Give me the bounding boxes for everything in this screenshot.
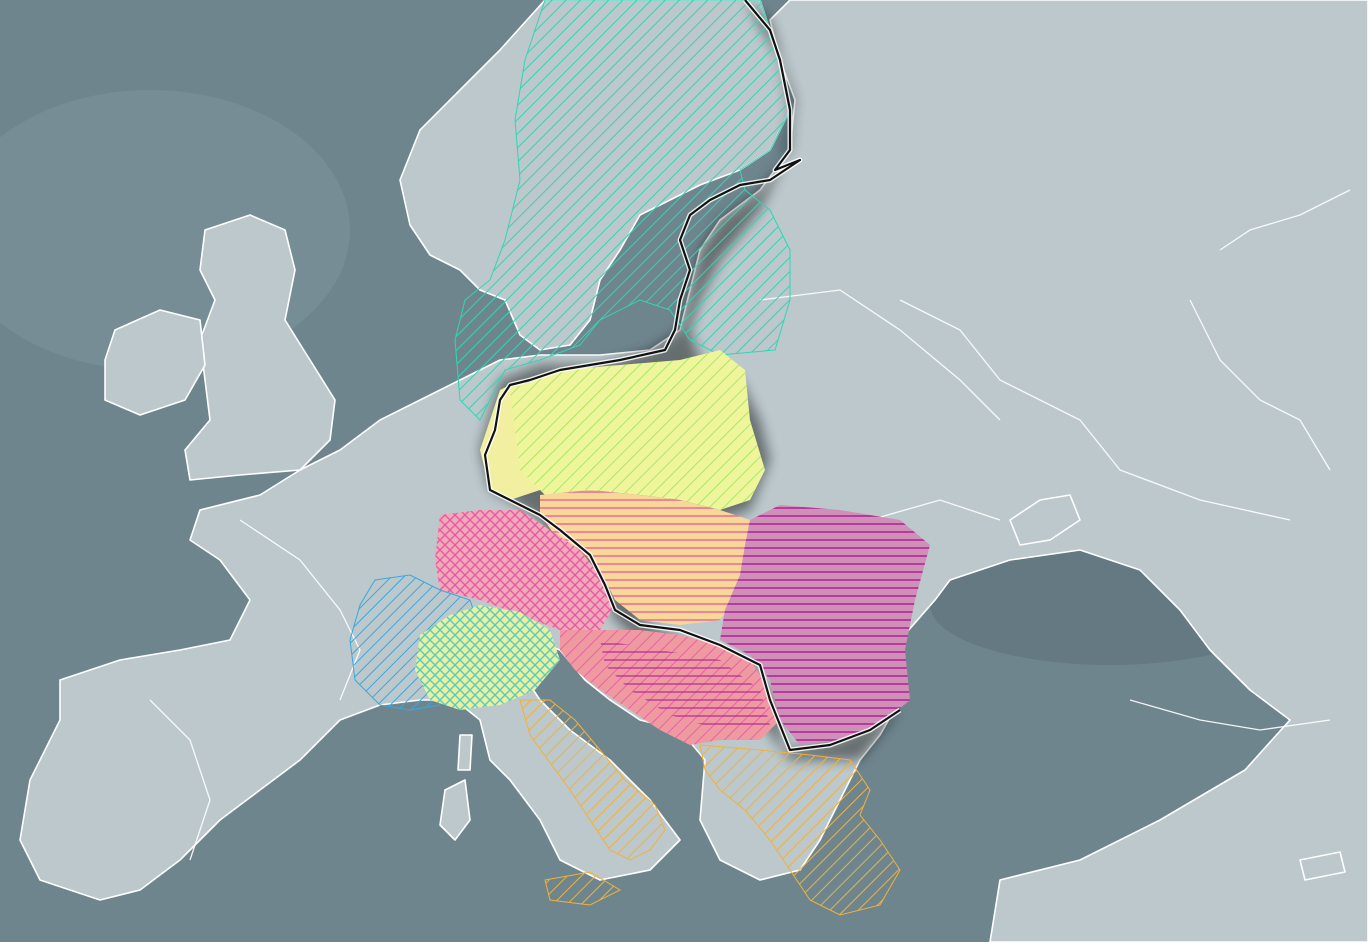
- land-ireland: [104, 309, 206, 416]
- region-switzerland-hatch: [415, 605, 560, 710]
- region-croatia-coast-hatch: [600, 640, 770, 730]
- region-sicily[interactable]: [544, 871, 622, 906]
- region-greece[interactable]: [699, 744, 901, 916]
- region-romania-bulgaria-hatch: [720, 505, 930, 745]
- land-sardinia: [439, 779, 471, 841]
- region-poland-hatch: [510, 350, 765, 510]
- country-borders: [149, 189, 1351, 861]
- region-italy[interactable]: [519, 699, 666, 861]
- highlight-boundary: [483, 0, 901, 752]
- land-crimea: [1009, 494, 1081, 546]
- region-nordic-baltic[interactable]: [454, 0, 791, 421]
- land-great-britain: [184, 214, 336, 481]
- land-cyprus: [1299, 851, 1346, 881]
- region-austria-slovenia-hatch: [435, 510, 615, 630]
- land-corsica: [457, 734, 473, 771]
- region-czech-slovakia-hungary-hatch: [540, 490, 750, 625]
